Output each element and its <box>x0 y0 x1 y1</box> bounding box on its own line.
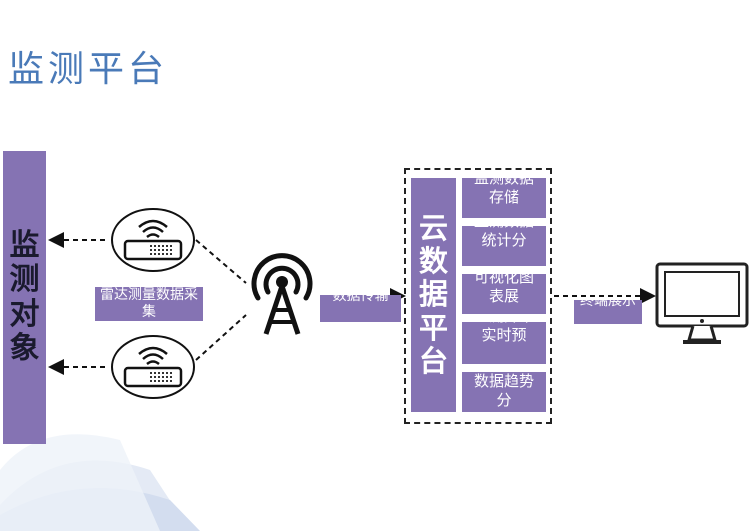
data-transfer-label: 数据传输 <box>320 295 401 322</box>
function-visualization: 可视化图表展 <box>462 274 546 314</box>
monitor-object-bar: 监测对象 <box>3 151 46 444</box>
function-trend: 数据趋势分 <box>462 372 546 412</box>
function-alert: 监测异常实时预 <box>462 322 546 364</box>
cloud-platform-label: 云数据平台 <box>419 210 449 379</box>
page-title: 监测平台 <box>8 49 169 90</box>
cloud-platform-frame <box>404 168 552 424</box>
signal-tower-icon <box>251 253 313 335</box>
function-storage: 监测数据存储 <box>462 178 546 218</box>
radar-data-label: 雷达测量数据采集 <box>95 287 203 321</box>
function-statistics: 监测数据统计分 <box>462 226 546 266</box>
monitor-icon <box>655 262 749 344</box>
dash-radar1-to-tower <box>195 239 247 284</box>
platform-function-list: 监测数据存储 监测数据统计分 可视化图表展 监测异常实时预 数据趋势分 <box>462 178 546 412</box>
cloud-platform-bar: 云数据平台 <box>411 178 456 412</box>
radar-device-icon <box>111 335 195 399</box>
dash-radar2-to-tower <box>195 314 247 361</box>
terminal-display-label: 终端展示 <box>574 300 642 324</box>
monitor-object-label: 监测对象 <box>9 227 40 366</box>
radar-device-icon <box>111 208 195 272</box>
